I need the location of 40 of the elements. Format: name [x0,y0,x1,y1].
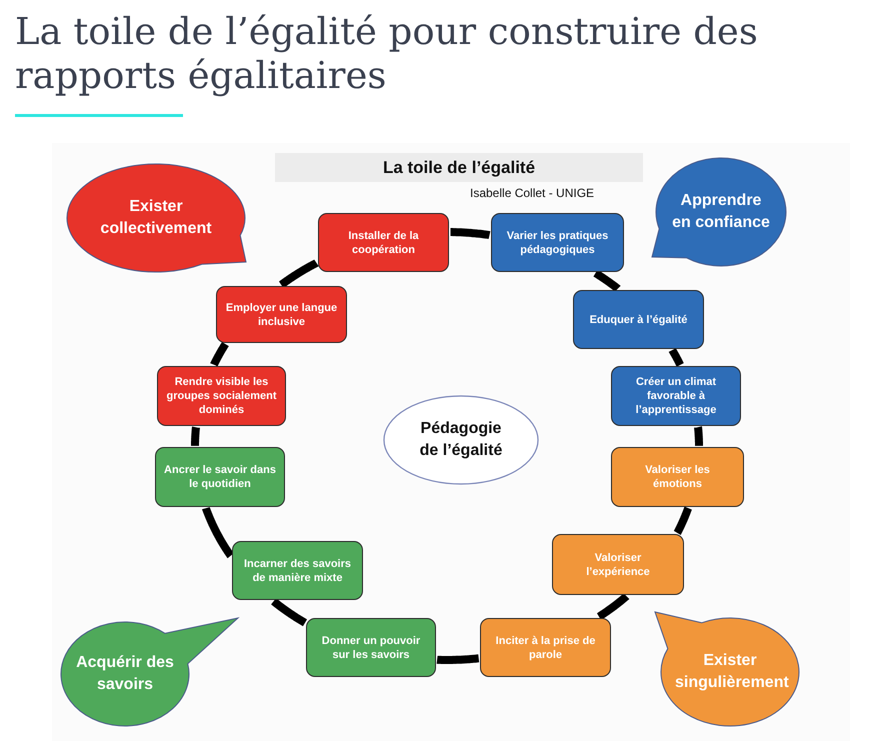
band-text: La toile de l’égalité [382,158,536,178]
process-box [480,618,611,677]
box-text: Eduquer à l’égalité [590,312,688,326]
box-text: Incarner des savoirs de manière mixte [242,556,352,584]
process-box [216,286,347,343]
ring-connector [278,259,320,288]
box-text: Varier les pratiques pédagogiques [506,228,610,256]
process-box [552,534,684,595]
page-title: La toile de l’égalité pour construire des rapports égalitaires [15,10,759,98]
box-text: Valoriser les émotions [644,463,711,491]
bubble-text: Apprendre en confiance [671,191,771,233]
box-text: Ancrer le savoir dans le quotidien [164,463,276,491]
process-box [232,541,363,600]
author-credit: Isabelle Collet - UNIGE [470,186,594,200]
process-box [155,447,285,507]
ring-connector [596,592,630,620]
process-box [157,366,286,426]
ring-connector [210,340,230,368]
process-box [491,213,624,272]
process-box [611,447,744,507]
ring-connector [270,598,308,626]
ring-connector [592,269,622,292]
process-box [611,366,741,426]
ring-connector [674,504,692,536]
ring-connector [202,504,234,560]
box-text: Rendre visible les groupes socialement dominés [166,375,278,417]
process-box [573,290,704,349]
box-text: Valoriser l’expérience [585,550,651,578]
box-text: Inciter à la prise de parole [494,634,596,662]
box-text: Pédagogie de l’égalité [418,419,504,461]
box-text: Créer un climat favorable à l’apprentissage [634,375,718,417]
box-text: Installer de la coopération [347,228,420,256]
box-text: Employer une langue inclusive [226,300,338,328]
process-box [318,213,449,272]
ring-connector [434,654,482,664]
process-box [306,618,436,677]
bubble-text: Exister collectivement [99,197,213,239]
box-text: Donner un pouvoir sur les savoirs [320,634,422,662]
ring-connector [668,346,684,368]
bubble-text: Acquérir des savoirs [75,653,175,695]
